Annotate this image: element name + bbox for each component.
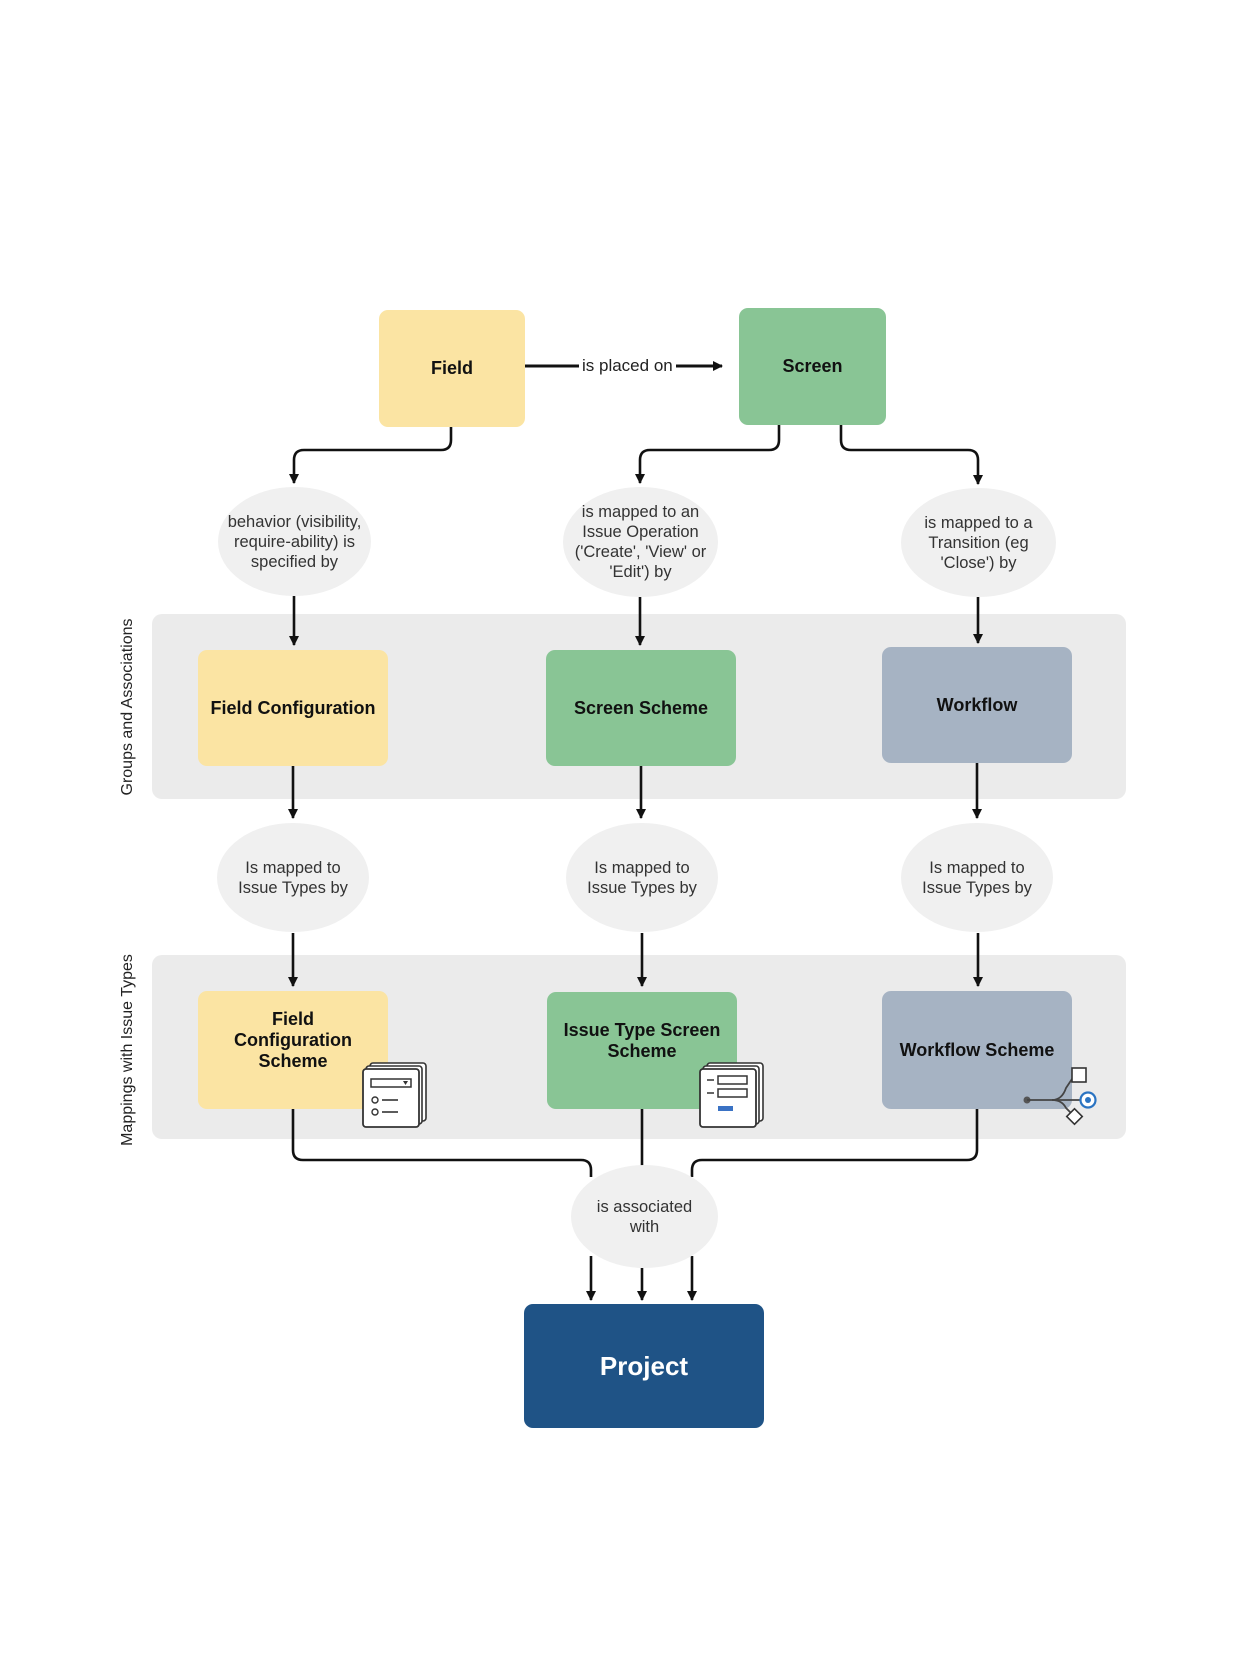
field-configuration-scheme-box: Field Configuration Scheme (198, 991, 388, 1109)
project-box: Project (524, 1304, 764, 1428)
issue-types-bubble-3: Is mapped to Issue Types by (901, 823, 1053, 932)
edge-field-behavior (289, 427, 453, 484)
edge-screen-transition (839, 425, 983, 485)
placed-on-label: is placed on (579, 356, 676, 376)
workflow-scheme-icon (1023, 1067, 1097, 1126)
workflow-scheme-box: Workflow Scheme (882, 991, 1072, 1109)
edge-screen-operation (635, 425, 781, 484)
screen-scheme-icon (699, 1062, 764, 1128)
screen-box: Screen (739, 308, 886, 425)
screen-scheme-box: Screen Scheme (546, 650, 736, 766)
field-box: Field (379, 310, 525, 427)
issue-type-screen-scheme-box: Issue Type Screen Scheme (547, 992, 737, 1109)
edge-wfscheme-associated (690, 1109, 979, 1177)
behavior-bubble: behavior (visibility, require-ability) i… (218, 487, 371, 596)
field-config-scheme-icon (362, 1062, 427, 1128)
field-configuration-box: Field Configuration (198, 650, 388, 766)
transition-bubble: is mapped to a Transition (eg 'Close') b… (901, 488, 1056, 597)
associated-with-bubble: is associated with (571, 1165, 718, 1268)
issue-types-bubble-2: Is mapped to Issue Types by (566, 823, 718, 932)
edge-fcscheme-associated (291, 1109, 593, 1177)
issue-types-bubble-1: Is mapped to Issue Types by (217, 823, 369, 932)
workflow-box: Workflow (882, 647, 1072, 763)
issue-operation-bubble: is mapped to an Issue Operation ('Create… (563, 487, 718, 597)
